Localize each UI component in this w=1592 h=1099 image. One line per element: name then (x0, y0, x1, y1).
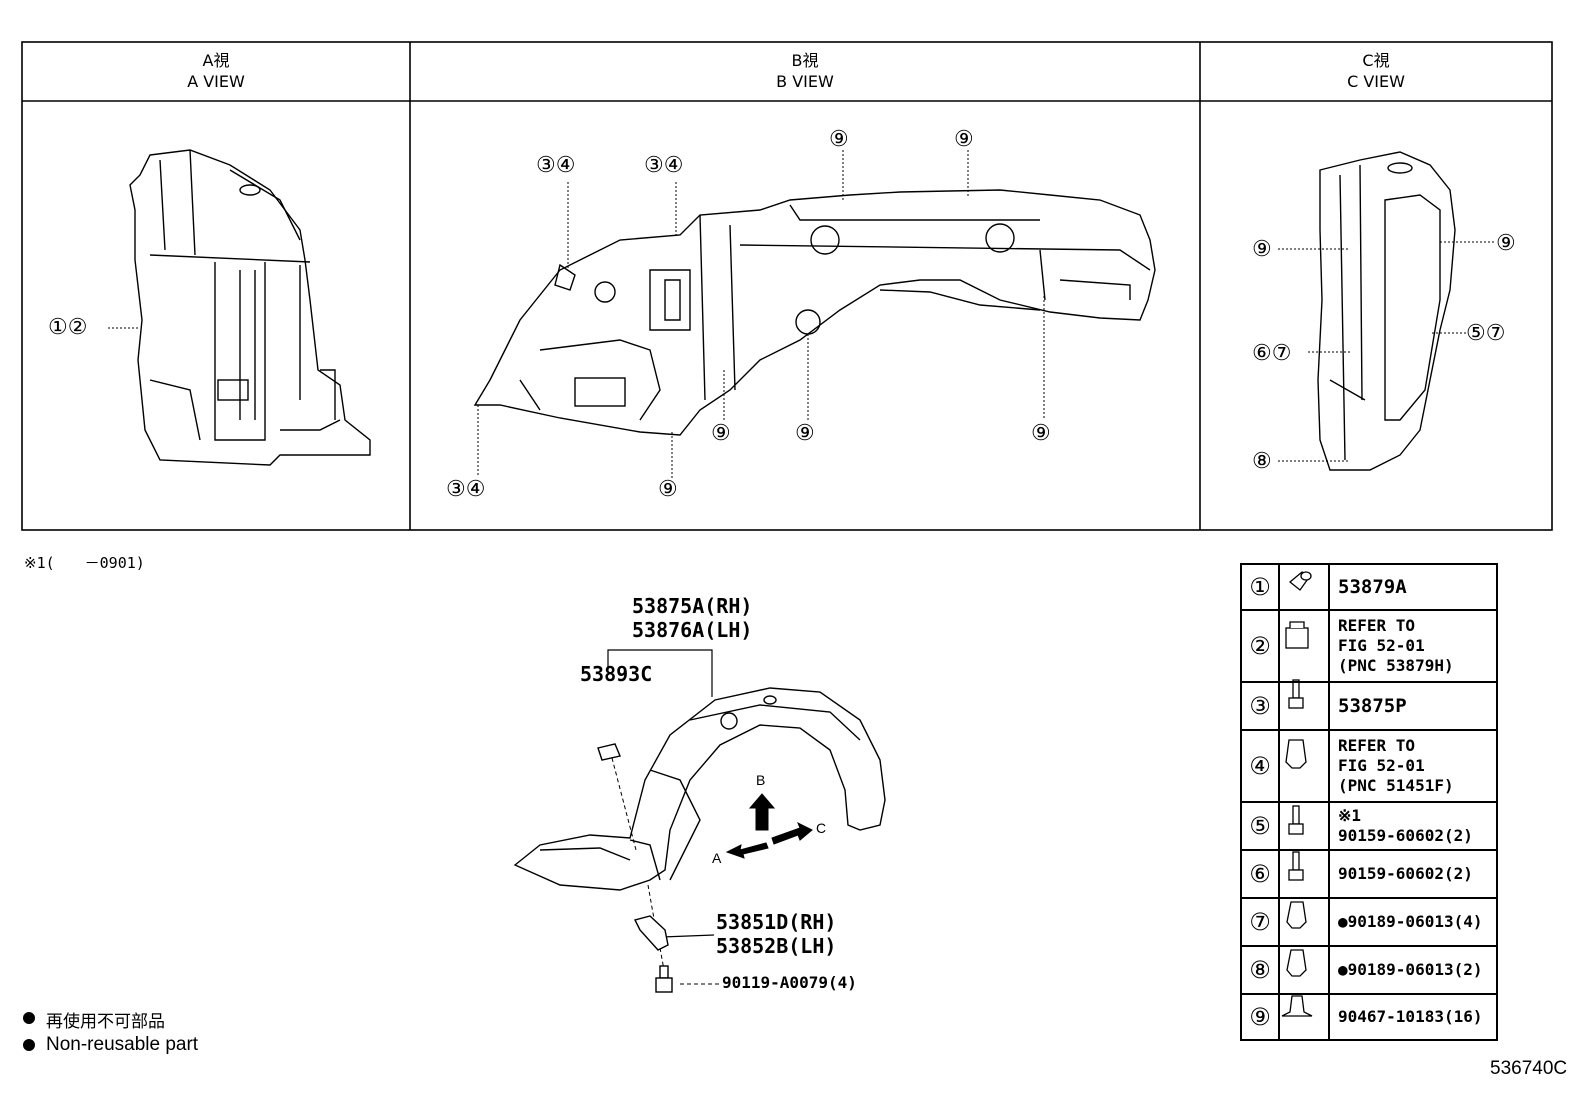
parts-row[interactable]: ⑧ ●90189-06013(2) (1240, 945, 1498, 995)
part-number: ⑥ (1249, 860, 1271, 888)
non-reusable-dot-icon (23, 1039, 35, 1051)
callout-b-9[interactable]: ⑨ (954, 126, 974, 151)
view-title-jp: B視 (791, 51, 819, 70)
callout-a-1-2[interactable]: ①② (48, 314, 88, 339)
callout-b-9[interactable]: ⑨ (1031, 420, 1051, 445)
part-label-53893c[interactable]: 53893C (580, 662, 653, 686)
non-reusable-dot-icon (23, 1012, 35, 1024)
callout-b-9[interactable]: ⑨ (795, 420, 815, 445)
view-title-en: A VIEW (187, 72, 245, 91)
part-number-cell: ⑦ (1240, 897, 1280, 947)
part-number: ⑨ (1249, 1003, 1271, 1031)
arrow-label-c: C (816, 820, 827, 836)
a-view-liner-drawing (129, 149, 371, 466)
part-number: ⑧ (1249, 956, 1271, 984)
callout-c-5-7[interactable]: ⑤⑦ (1466, 320, 1506, 345)
part-label-53852b[interactable]: 53852B(LH) (716, 934, 837, 958)
screw-icon (1278, 681, 1330, 731)
legend-en: Non-reusable part (46, 1034, 199, 1055)
part-desc: REFER TO FIG 52-01 (PNC 53879H) (1328, 609, 1498, 683)
callout-c-9[interactable]: ⑨ (1496, 230, 1516, 255)
view-title-en: C VIEW (1347, 72, 1405, 91)
callout-b-9[interactable]: ⑨ (711, 420, 731, 445)
callout-b-3-4[interactable]: ③④ (644, 152, 684, 177)
callout-c-8[interactable]: ⑧ (1252, 448, 1272, 473)
view-frame (21, 41, 1553, 531)
parts-row[interactable]: ① 53879A (1240, 563, 1498, 611)
part-number: ④ (1249, 752, 1271, 780)
part-number-cell: ⑧ (1240, 945, 1280, 995)
clip-icon (1278, 563, 1330, 611)
view-header-c: C視 C VIEW (1200, 50, 1552, 92)
part-number-cell: ⑨ (1240, 993, 1280, 1041)
bracket-shape (633, 915, 669, 951)
nut-clip-icon (1278, 609, 1330, 683)
callout-c-6-7[interactable]: ⑥⑦ (1252, 340, 1292, 365)
c-view-liner-drawing (1317, 151, 1456, 471)
legend-jp: 再使用不可部品 (46, 1012, 165, 1031)
arrow-label-a: A (712, 850, 722, 866)
part-label-53875a[interactable]: 53875A(RH) (632, 594, 753, 618)
parts-table: ① 53879A ② REFER TO FIG 52-01 (PNC 53879… (1240, 563, 1498, 1041)
arrow-label-b: B (756, 772, 766, 788)
applicability-note: ※1( －0901) (24, 554, 145, 572)
screw-icon (1278, 849, 1330, 899)
view-header-a: A視 A VIEW (22, 50, 410, 92)
callout-b-3-4[interactable]: ③④ (446, 476, 486, 501)
view-header-b: B視 B VIEW (410, 50, 1200, 92)
parts-row[interactable]: ⑥ 90159-60602(2) (1240, 849, 1498, 899)
part-desc: 53875P (1328, 681, 1498, 731)
figure-id: 536740C (1490, 1058, 1568, 1079)
part-number-cell: ③ (1240, 681, 1280, 731)
part-desc: ●90189-06013(2) (1328, 945, 1498, 995)
callout-c-9[interactable]: ⑨ (1252, 236, 1272, 261)
view-title-jp: C視 (1362, 51, 1390, 70)
part-label-53851d[interactable]: 53851D(RH) (716, 910, 837, 934)
callout-b-9[interactable]: ⑨ (829, 126, 849, 151)
push-clip-icon (1278, 945, 1330, 995)
callout-b-9[interactable]: ⑨ (658, 476, 678, 501)
part-desc: 90159-60602(2) (1328, 849, 1498, 899)
parts-row[interactable]: ⑤ ※1 90159-60602(2) (1240, 801, 1498, 851)
fender-liner-drawing (513, 687, 886, 891)
part-desc: ●90189-06013(4) (1328, 897, 1498, 947)
part-number-cell: ① (1240, 563, 1280, 611)
part-desc: 53879A (1328, 563, 1498, 611)
part-number: ③ (1249, 692, 1271, 720)
part-number-cell: ② (1240, 609, 1280, 683)
clip-53893c-shape (597, 743, 621, 761)
part-number-cell: ⑤ (1240, 801, 1280, 851)
part-number-cell: ⑥ (1240, 849, 1280, 899)
part-label-53876a[interactable]: 53876A(LH) (632, 618, 753, 642)
parts-row[interactable]: ⑦ ●90189-06013(4) (1240, 897, 1498, 947)
part-label-90119[interactable]: 90119-A0079(4) (722, 973, 857, 992)
b-view-liner-drawing (473, 189, 1156, 436)
part-number-cell: ④ (1240, 729, 1280, 803)
push-clip-icon (1278, 897, 1330, 947)
parts-row[interactable]: ⑨ 90467-10183(16) (1240, 993, 1498, 1041)
parts-row[interactable]: ④ REFER TO FIG 52-01 (PNC 51451F) (1240, 729, 1498, 803)
rivet-clip-icon (1278, 993, 1330, 1041)
screw-icon (1278, 801, 1330, 851)
parts-row[interactable]: ② REFER TO FIG 52-01 (PNC 53879H) (1240, 609, 1498, 683)
part-desc: 90467-10183(16) (1328, 993, 1498, 1041)
direction-arrows (725, 793, 813, 859)
part-number: ① (1249, 573, 1271, 601)
push-clip-icon (1278, 729, 1330, 803)
part-number: ⑦ (1249, 908, 1271, 936)
view-title-en: B VIEW (776, 72, 834, 91)
callout-b-3-4[interactable]: ③④ (536, 152, 576, 177)
bolt-shape (655, 965, 673, 993)
part-desc: ※1 90159-60602(2) (1328, 801, 1498, 851)
part-desc: REFER TO FIG 52-01 (PNC 51451F) (1328, 729, 1498, 803)
part-number: ② (1249, 632, 1271, 660)
part-number: ⑤ (1249, 812, 1271, 840)
view-title-jp: A視 (202, 51, 230, 70)
parts-row[interactable]: ③ 53875P (1240, 681, 1498, 731)
